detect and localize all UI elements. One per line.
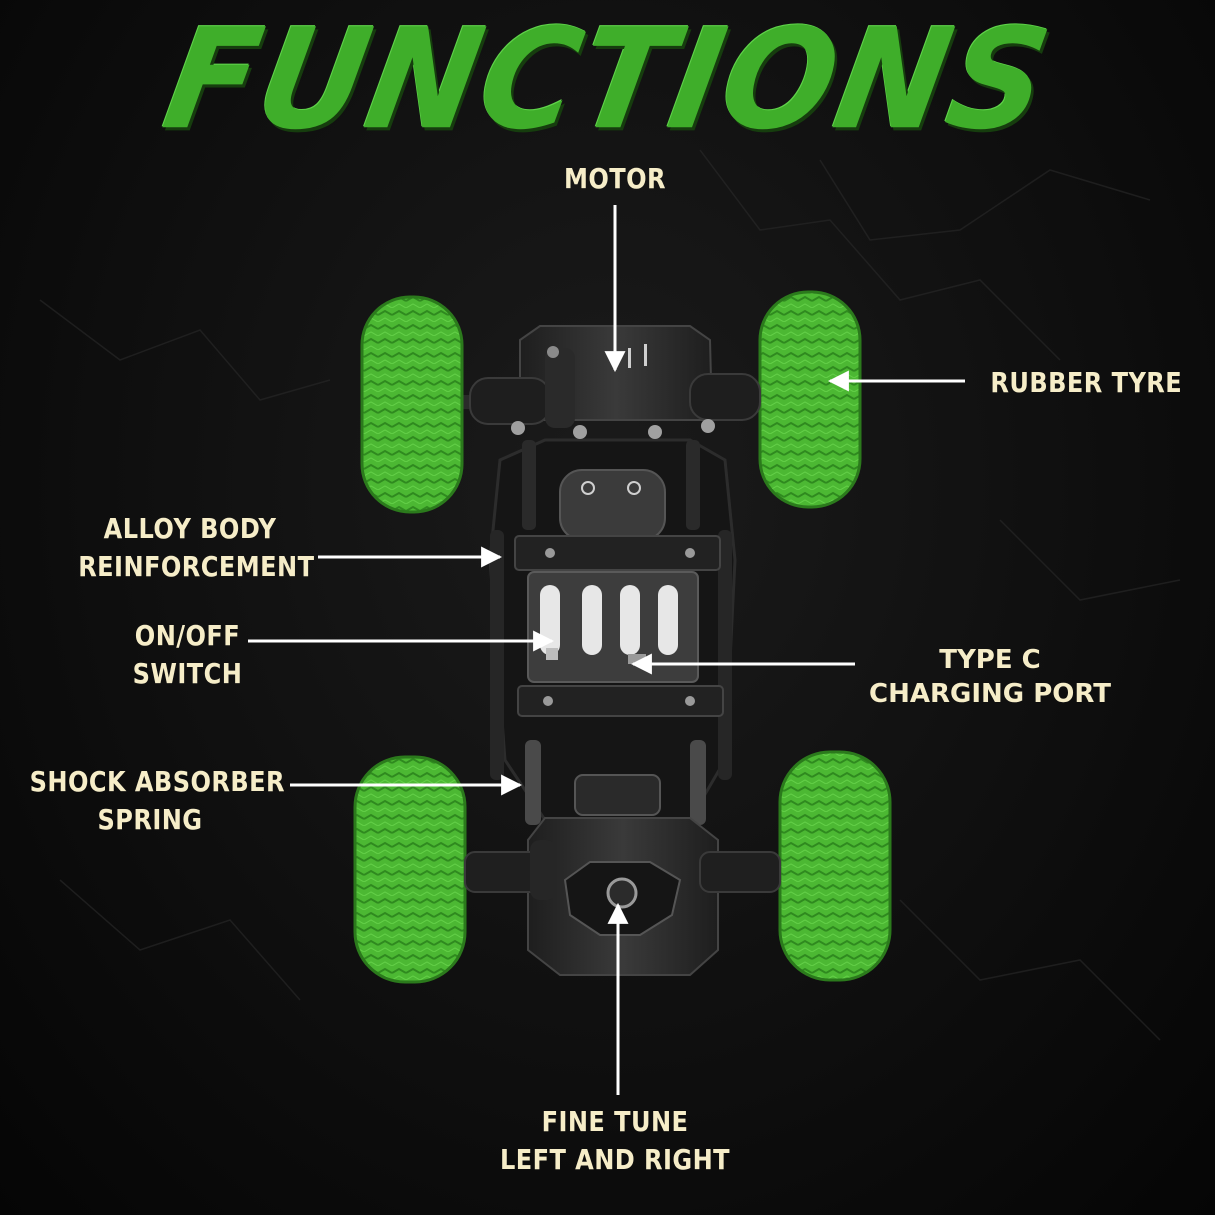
tyre-rear-right bbox=[778, 750, 892, 982]
label-alloy-body-line2: REINFORCEMENT bbox=[78, 550, 315, 583]
tyre-front-left bbox=[360, 295, 464, 514]
tyre-front-right bbox=[758, 290, 862, 509]
label-typec-line2: CHARGING PORT bbox=[869, 679, 1111, 709]
label-shock-line2: SPRING bbox=[97, 803, 203, 836]
label-alloy-body-line1: ALLOY BODY bbox=[103, 512, 277, 545]
label-onoff-line2: SWITCH bbox=[132, 657, 243, 690]
background-texture bbox=[39, 149, 1181, 1041]
callout-arrows bbox=[248, 205, 965, 1095]
rear-gearbox bbox=[464, 817, 781, 976]
label-onoff-line1: ON/OFF bbox=[134, 619, 241, 652]
label-shock-absorber: SHOCK ABSORBER SPRING bbox=[29, 763, 285, 839]
label-typec-port: TYPE C CHARGING PORT bbox=[855, 643, 1125, 711]
tyre-rear-left bbox=[353, 755, 467, 984]
label-finetune-line2: LEFT AND RIGHT bbox=[499, 1143, 731, 1176]
label-onoff-switch: ON/OFF SWITCH bbox=[112, 617, 263, 693]
rear-suspension bbox=[525, 740, 706, 825]
label-shock-line1: SHOCK ABSORBER bbox=[29, 765, 285, 798]
label-rubber-tyre: RUBBER TYRE bbox=[990, 364, 1183, 402]
onoff-switch-part bbox=[546, 648, 558, 660]
label-fine-tune: FINE TUNE LEFT AND RIGHT bbox=[499, 1103, 731, 1179]
fine-tune-knob bbox=[606, 877, 638, 909]
label-motor-text: MOTOR bbox=[563, 162, 667, 195]
label-finetune-line1: FINE TUNE bbox=[541, 1105, 689, 1138]
front-suspension bbox=[522, 440, 700, 541]
alloy-plates bbox=[514, 535, 724, 717]
motor-housing bbox=[469, 325, 761, 439]
label-rubber-tyre-text: RUBBER TYRE bbox=[990, 366, 1183, 399]
label-motor: MOTOR bbox=[555, 160, 675, 198]
label-alloy-body: ALLOY BODY REINFORCEMENT bbox=[78, 510, 315, 586]
label-typec-line1: TYPE C bbox=[939, 645, 1041, 675]
